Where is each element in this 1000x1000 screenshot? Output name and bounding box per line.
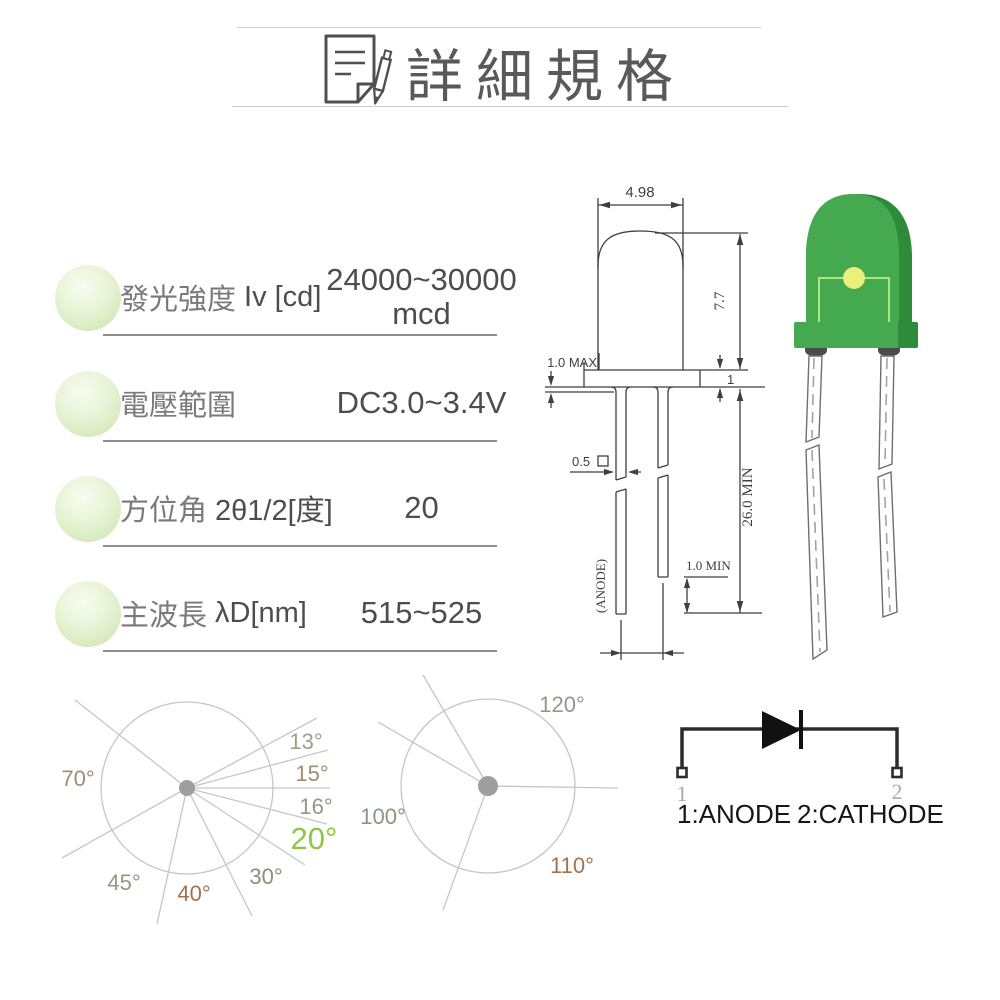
angle-label: 13° — [289, 729, 322, 754]
pin1-desc: 1:ANODE — [677, 799, 791, 829]
led-leads — [805, 355, 898, 661]
spec-label-zh: 發光強度 — [120, 284, 237, 316]
angle-label: 45° — [107, 870, 140, 895]
angle-center-dot — [478, 776, 498, 796]
anode-label: (ANODE) — [593, 559, 608, 613]
angle-center-dot — [179, 780, 195, 796]
led-dome — [806, 194, 899, 322]
spec-label-en: λD[nm] — [215, 596, 307, 629]
angle-chart-20: 13° 15° 16° 20° 30° 40° 45° 70° — [61, 699, 337, 925]
spec-value-line1: 20 — [404, 490, 439, 525]
spec-label: 電壓範圍 — [120, 366, 244, 440]
spec-label-zh: 主波長 — [120, 600, 208, 632]
spec-value: 20 — [323, 471, 520, 545]
dim-cathode-offset: 1.0 MIN — [686, 558, 731, 573]
angle-labels: 13° 15° 16° 20° 30° 40° 45° 70° — [61, 729, 337, 906]
spec-underline — [103, 650, 497, 652]
angle-labels: 120° 100° 110° — [360, 692, 594, 878]
spec-label-zh: 方位角 — [120, 495, 208, 527]
dim-flange-thickness: 1 — [727, 372, 734, 387]
led-flange — [794, 322, 918, 348]
spec-value: 515~525 — [323, 576, 520, 650]
spec-value-line1: DC3.0~3.4V — [336, 385, 507, 420]
title-top-rule — [237, 27, 762, 28]
angle-rays — [61, 699, 330, 925]
spec-value-line2: mcd — [392, 296, 451, 331]
green-sphere-bullet — [55, 371, 121, 437]
page-title: 詳細規格 — [406, 45, 686, 109]
spec-value: DC3.0~3.4V — [323, 366, 520, 440]
lead-cap-left — [805, 348, 827, 356]
angle-label: 100° — [360, 804, 406, 829]
pin2-number: 2 — [892, 779, 903, 804]
led-mechanical-drawing: 4.98 7.7 1.0 MAX 1 0.5 26.0 MIN 1.0 MIN … — [545, 184, 765, 660]
angle-label-highlight: 20° — [291, 821, 338, 856]
spec-underline — [103, 440, 497, 442]
lead-cap-right — [878, 348, 900, 356]
green-sphere-bullet — [55, 265, 121, 331]
angle-label: 30° — [249, 864, 282, 889]
angle-label: 40° — [177, 881, 210, 906]
spec-label-en: 2θ1/2[度] — [215, 495, 333, 527]
angle-chart-wide: 120° 100° 110° — [360, 674, 619, 911]
angle-label: 120° — [539, 692, 585, 717]
pin1-number: 1 — [677, 781, 688, 806]
polarity-circuit: 1 2 1:ANODE 2:CATHODE — [676, 710, 944, 829]
angle-label: 15° — [295, 761, 328, 786]
spec-value-line1: 24000~30000 — [326, 262, 517, 297]
terminal-1 — [676, 766, 688, 779]
angle-label: 16° — [299, 794, 332, 819]
dimension-labels: 4.98 7.7 1.0 MAX 1 0.5 26.0 MIN 1.0 MIN … — [547, 184, 756, 613]
title-bar: 詳細規格 — [0, 30, 1000, 114]
led-dome-outline — [597, 230, 684, 370]
pin2-desc: 2:CATHODE — [797, 799, 944, 829]
angle-label: 110° — [550, 853, 594, 878]
square-symbol — [597, 455, 609, 467]
angle-rays — [377, 674, 619, 911]
dimension-arrowheads — [547, 201, 744, 657]
spec-row-voltage: 電壓範圍 DC3.0~3.4V — [40, 366, 520, 442]
dim-lead-length: 26.0 MIN — [740, 467, 756, 526]
green-led-illustration — [794, 194, 918, 661]
lead-centerlines — [811, 357, 891, 653]
led-flange-shadow — [898, 322, 918, 348]
green-sphere-bullet — [55, 581, 121, 647]
title-bottom-rule — [232, 106, 788, 107]
spec-label-zh: 電壓範圍 — [120, 390, 237, 422]
spec-value-line1: 515~525 — [360, 595, 483, 630]
document-pen-icon — [324, 34, 393, 105]
spec-label-en: Iv [cd] — [244, 280, 322, 313]
spec-underline — [103, 545, 497, 547]
diode-triangle-icon — [762, 711, 801, 749]
dim-epoxy-width: 4.98 — [625, 184, 654, 201]
dim-lead-square: 0.5 — [572, 454, 590, 469]
terminal-2 — [891, 766, 903, 779]
dim-body-height: 7.7 — [712, 291, 728, 310]
green-sphere-bullet — [55, 476, 121, 542]
led-die-dot — [843, 267, 865, 289]
dim-flange-lip: 1.0 MAX — [547, 355, 597, 370]
spec-underline — [103, 334, 497, 336]
led-inner-frame — [818, 277, 890, 322]
pen-icon — [372, 49, 393, 105]
angle-label: 70° — [61, 766, 94, 791]
